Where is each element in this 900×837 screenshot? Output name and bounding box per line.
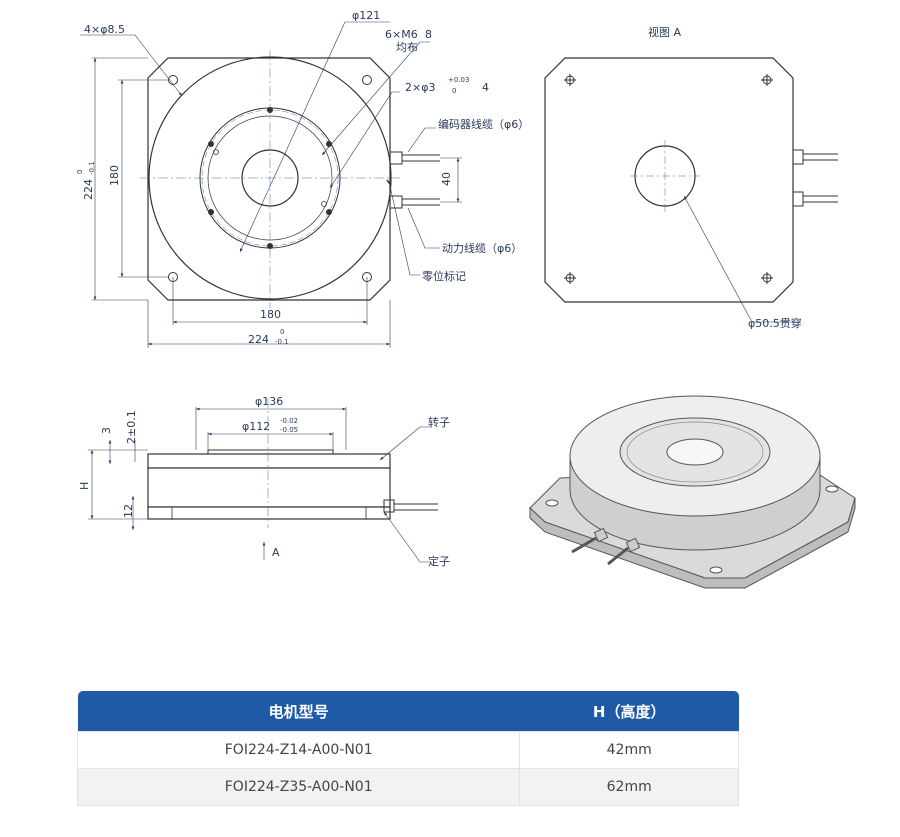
technical-drawing: 4×φ8.5 φ121 6×M6 8 均布 2×φ3 +0.03 0 4 编码器… (76, 9, 856, 589)
dim-224-h-tol-upper: 0 (280, 328, 284, 336)
view-arrow-label: A (272, 546, 280, 559)
header-height: H（高度） (519, 691, 739, 732)
dim-224-h-label: 224 (248, 333, 269, 346)
dim-180-h-label: 180 (260, 308, 281, 321)
isometric-view (529, 395, 856, 589)
bottom-view-title: 视图 A (648, 25, 681, 39)
thread-depth-label: 8 (425, 28, 432, 41)
thread-spec-label: 6×M6 (385, 28, 418, 41)
pin-tol-upper: +0.03 (448, 76, 469, 84)
table-cell-height: 62mm (519, 768, 739, 806)
hole-spec-label: 4×φ8.5 (84, 23, 125, 36)
bottom-view-mounting-holes (564, 74, 773, 284)
top-view-dimensions (80, 21, 462, 348)
top-view-threaded-holes (208, 107, 332, 249)
dim-224-v-tol-lower: -0.1 (88, 161, 96, 175)
side-view (147, 398, 438, 528)
dim-2-label: 2±0.1 (125, 410, 138, 444)
zero-mark-label: 零位标记 (422, 269, 466, 283)
dia-112-tol-lower: -0.05 (280, 426, 298, 434)
dia-112-tol-upper: -0.02 (280, 417, 298, 425)
rotor-label: 转子 (428, 415, 450, 429)
dim-h-label: H (78, 482, 91, 490)
table-cell-model: FOI224-Z14-A00-N01 (76, 731, 521, 769)
bottom-view-text: 视图 A φ50.5贯穿 (648, 25, 802, 330)
thread-even-label: 均布 (396, 41, 418, 54)
bottom-view-cables (792, 149, 838, 207)
table-cell-model: FOI224-Z35-A00-N01 (76, 768, 521, 806)
iso-center-bore (666, 438, 724, 466)
top-view-base-plate (147, 57, 391, 301)
dim-3-label: 3 (100, 427, 113, 434)
dia-112-label: φ112 (242, 420, 270, 433)
table-row: FOI224-Z35-A00-N01 62mm (76, 768, 739, 806)
side-view-text: φ136 φ112 -0.02 -0.05 3 2±0.1 H 12 转子 定子… (78, 395, 450, 568)
pin-tol-lower: 0 (452, 87, 456, 95)
top-view-pin-holes (213, 149, 327, 207)
bottom-view-plate (544, 57, 794, 303)
stator-label: 定子 (428, 554, 450, 568)
dia-136-label: φ136 (255, 395, 283, 408)
through-hole-label: φ50.5贯穿 (748, 316, 802, 330)
dim-224-v-tol-upper: 0 (76, 170, 84, 174)
side-view-rotor-top (207, 449, 334, 455)
bottom-view (544, 57, 838, 323)
side-view-base (147, 506, 391, 520)
pin-depth-label: 4 (482, 81, 489, 94)
iso-cables (571, 527, 641, 566)
encoder-cable-label: 编码器线缆（φ6） (438, 117, 529, 131)
table-row: FOI224-Z14-A00-N01 42mm (76, 731, 739, 769)
dim-12-label: 12 (122, 504, 135, 518)
top-view (140, 50, 440, 308)
side-view-dimensions (88, 407, 432, 563)
top-view-dimension-text: 4×φ8.5 φ121 6×M6 8 均布 2×φ3 +0.03 0 4 编码器… (76, 9, 529, 346)
spec-table: 电机型号 H（高度） FOI224-Z14-A00-N01 42mm FOI22… (76, 691, 739, 806)
spec-table-header: 电机型号 H（高度） (77, 691, 739, 732)
side-view-cable (383, 499, 438, 513)
top-view-cables (386, 151, 440, 209)
dia-rotor-label: φ121 (352, 9, 380, 22)
header-model: 电机型号 (77, 691, 520, 732)
table-cell-height: 42mm (519, 731, 739, 769)
dim-224-h-tol-lower: -0.1 (275, 338, 289, 346)
dim-180-v-label: 180 (108, 165, 121, 186)
cable-spacing-label: 40 (440, 172, 453, 186)
power-cable-label: 动力线缆（φ6） (442, 241, 522, 255)
side-view-stator-body (147, 467, 391, 508)
side-view-rotor-body (147, 453, 391, 469)
dim-224-v-label: 224 (82, 179, 95, 200)
pin-spec-label: 2×φ3 (405, 81, 435, 94)
